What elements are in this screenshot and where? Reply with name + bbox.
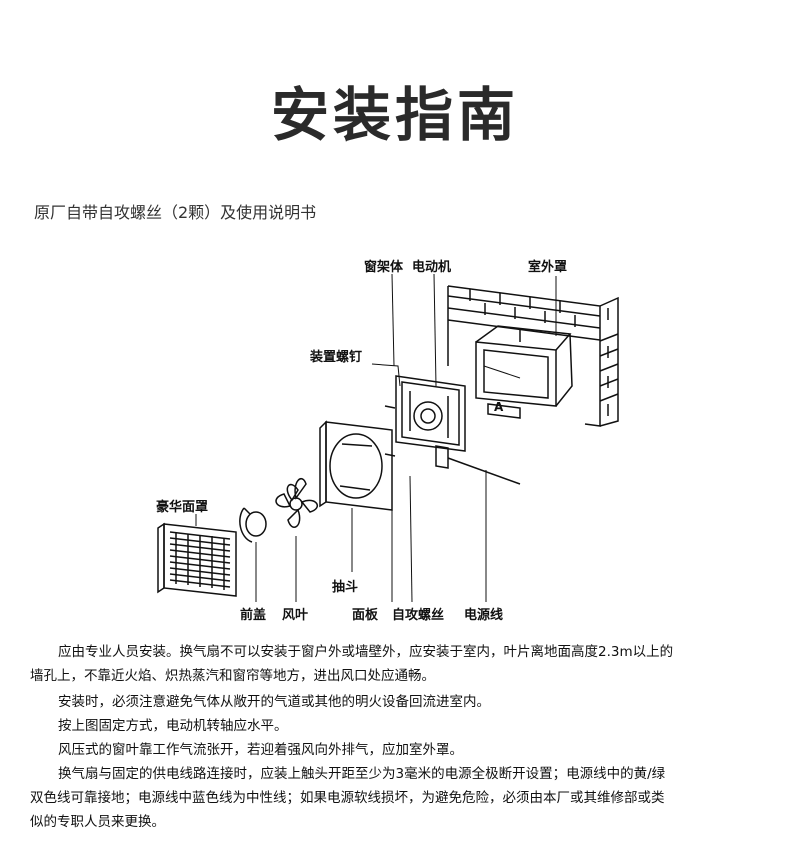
instruction-5-line-1: 换气扇与固定的供电线路连接时，应装上触头开距至少为3毫米的电源全极断开设置；电源… [58, 766, 666, 782]
instruction-2: 安装时，必须注意避免气体从敞开的气道或其他的明火设备回流进室内。 [58, 694, 490, 710]
instruction-1-line-1: 应由专业人员安装。换气扇不可以安装于窗户外或墙壁外，应安装于室内，叶片离地面高度… [58, 644, 674, 660]
included-items-note: 原厂自带自攻螺丝（2颗）及使用说明书 [34, 203, 317, 222]
label-drawer: 抽斗 [332, 580, 359, 595]
label-front-cover: 前盖 [240, 608, 267, 623]
label-luxury-cover: 豪华面罩 [156, 500, 209, 515]
label-power-cord: 电源线 [464, 608, 504, 623]
window-frame-shape [395, 375, 521, 485]
installation-diagram: 窗架体 电动机 室外罩 装置螺钉 豪华面罩 A 抽斗 前盖 风叶 面板 自攻螺丝… [0, 246, 790, 626]
label-panel: 面板 [352, 608, 379, 623]
instruction-1-line-2: 墙孔上，不靠近火焰、炽热蒸汽和窗帘等地方，进出风口处应通畅。 [30, 668, 435, 684]
front-cover-shape [239, 507, 267, 543]
luxury-cover-shape [157, 522, 237, 597]
instruction-5-line-2: 双色线可靠接地；电源线中蓝色线为中性线；如果电源软线损坏，为避免危险，必须由本厂… [30, 790, 665, 806]
outdoor-cover-shape [475, 325, 573, 407]
fan-blade-shape [275, 478, 319, 528]
page-title: 安装指南 [270, 81, 519, 149]
label-mount-screw: 装置螺钉 [310, 350, 363, 365]
brick-wall [447, 285, 619, 427]
label-window-frame: 窗架体 [364, 260, 404, 275]
instruction-4: 风压式的窗叶靠工作气流张开，若迎着强风向外排气，应加室外罩。 [58, 742, 463, 758]
label-blade: 风叶 [282, 608, 309, 623]
label-outdoor-cover: 室外罩 [528, 260, 568, 275]
panel-shape [319, 420, 393, 511]
instruction-5-line-3: 似的专职人员来更换。 [30, 814, 165, 830]
instruction-3: 按上图固定方式，电动机转轴应水平。 [58, 718, 288, 734]
exploded-view-illustration [157, 273, 619, 603]
label-tapping-screw: 自攻螺丝 [392, 608, 445, 623]
label-motor: 电动机 [412, 260, 452, 275]
label-dimension-a: A [494, 400, 504, 414]
